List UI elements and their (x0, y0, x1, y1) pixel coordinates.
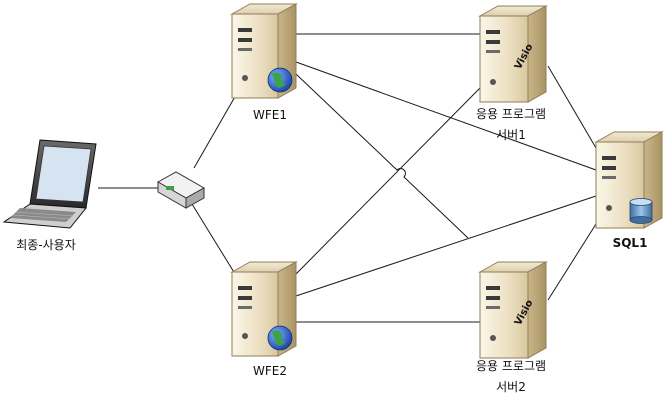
link-app1-sql1 (547, 65, 597, 149)
end-user-label: 최종-사용자 (16, 238, 76, 252)
wfe1-label: WFE1 (253, 108, 287, 122)
app-server-1-icon: Visio (478, 5, 548, 103)
link-app2-sql1 (547, 223, 597, 301)
link-wfe1-app2 (295, 73, 469, 239)
laptop-icon (2, 139, 97, 229)
link-switch-wfe1 (193, 87, 241, 169)
link-wfe2-sql1 (295, 195, 597, 297)
switch-icon (156, 171, 206, 209)
link-wfe1-sql1 (295, 61, 597, 171)
app-server-2-icon: Visio (478, 261, 548, 359)
link-switch-wfe2 (191, 203, 241, 283)
globe-icon (267, 67, 293, 93)
database-icon (629, 198, 653, 224)
sql1-label: SQL1 (612, 236, 648, 250)
link-wfe2-app1 (295, 87, 481, 275)
wfe2-server-icon (230, 261, 298, 357)
app-server-2-label-line2: 서버2 (496, 380, 526, 394)
app-server-1-label-line1: 응용 프로그램 (475, 107, 547, 121)
app-server-2-label-line1: 응용 프로그램 (475, 359, 547, 373)
sql1-server-icon (594, 131, 664, 229)
globe-icon (267, 325, 293, 351)
wfe2-label: WFE2 (253, 364, 287, 378)
wfe1-server-icon (230, 3, 298, 99)
app-server-1-label-line2: 서버1 (496, 128, 526, 142)
